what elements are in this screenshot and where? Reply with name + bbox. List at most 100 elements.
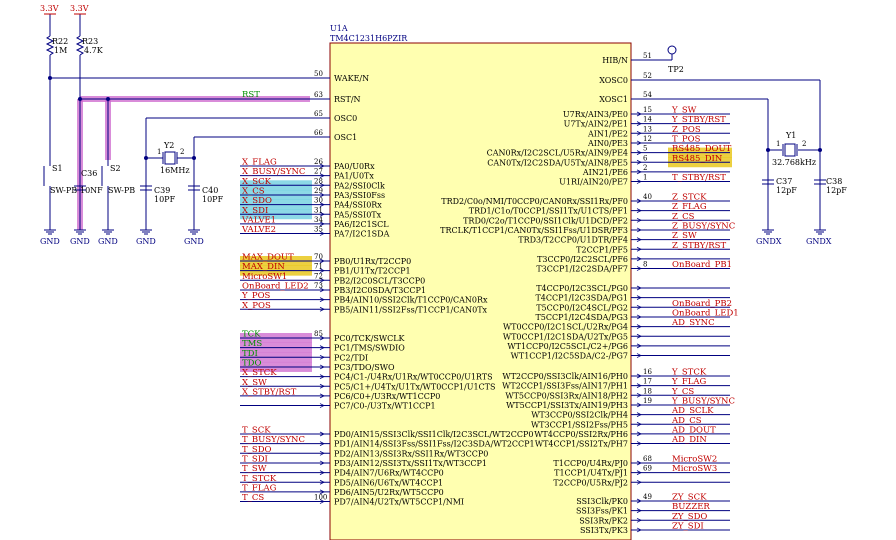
left-pin-pc7[interactable]: PC7/C0-/U3Tx/WT1CCP1 <box>240 402 436 411</box>
y1-ref: Y1 <box>785 131 796 140</box>
net-label-valve1: VALVE1 <box>241 215 276 225</box>
right-pin-pj2[interactable]: T2CCP0/U5Rx/PJ2 <box>553 478 730 487</box>
pin-arrow-icon <box>319 441 325 447</box>
pin-arrow-icon <box>636 266 642 271</box>
left-pin-pd0[interactable]: PD0/AIN15/SSI3Clk/SSI1Clk/I2C3SCL/WT2CCP… <box>240 426 533 440</box>
s2-value: SW-PB <box>108 186 135 195</box>
pin-name: PA6/I2C1SCL <box>334 220 389 229</box>
pin-name: OSC0 <box>334 114 357 123</box>
pin-arrow-icon <box>319 306 325 312</box>
ic-designator: U1A <box>330 24 348 33</box>
y2-pin1: 1 <box>157 148 161 156</box>
right-pin-pg5[interactable]: WT0CCP1/I2C1SDA/U2Tx/PG5 <box>503 332 730 341</box>
pin-number: 30 <box>314 197 323 205</box>
pin-name: PB1/U1Tx/T2CCP1 <box>334 267 411 276</box>
right-pin-pg6[interactable]: WT1CCP0/I2C5SCL/C2+/PG6 <box>507 342 730 351</box>
net-label-z-pos: Z_POS <box>672 125 701 135</box>
left-pin-pd1[interactable]: PD1/AIN14/SSI3Fss/SSI1Fss/I2C3SDA/WT2CCP… <box>240 435 535 449</box>
net-label-microsw1: MicroSW1 <box>242 272 287 282</box>
pin-name: XOSC0 <box>599 76 628 85</box>
right-pin-pg1[interactable]: T4CCP1/I2C3SDA/PG1 <box>535 294 730 303</box>
pin-number: 6 <box>643 154 648 162</box>
right-pin-pg0[interactable]: T4CCP0/I2C3SCL/PG0 <box>536 284 730 293</box>
net-label-tck: TCK <box>242 330 261 340</box>
pin-arrow-icon <box>319 221 325 227</box>
pin-arrow-icon <box>636 169 642 175</box>
pin-name: SSI3Rx/PK2 <box>579 516 628 525</box>
pin-arrow-icon <box>319 364 325 370</box>
junction-dots-right <box>766 148 822 152</box>
right-pin-pf6[interactable]: T3CCP0/I2C2SCL/PF6 <box>537 255 730 264</box>
rtc-crystal-circuit <box>631 45 826 235</box>
c40-value: 10PF <box>202 195 224 204</box>
right-pin-pg7[interactable]: WT1CCP1/I2C5SDA/C2-/PG7 <box>511 352 730 361</box>
gnd-label-4: GND <box>136 237 156 246</box>
pin-number: 17 <box>643 378 652 386</box>
pin-name: WT2CCP0/SSI3Clk/AIN16/PH0 <box>502 372 628 381</box>
r22-ref: R22 <box>52 37 68 46</box>
pin-number: 31 <box>314 206 323 214</box>
pin-number: 28 <box>314 177 323 185</box>
ic-body[interactable] <box>329 42 632 540</box>
